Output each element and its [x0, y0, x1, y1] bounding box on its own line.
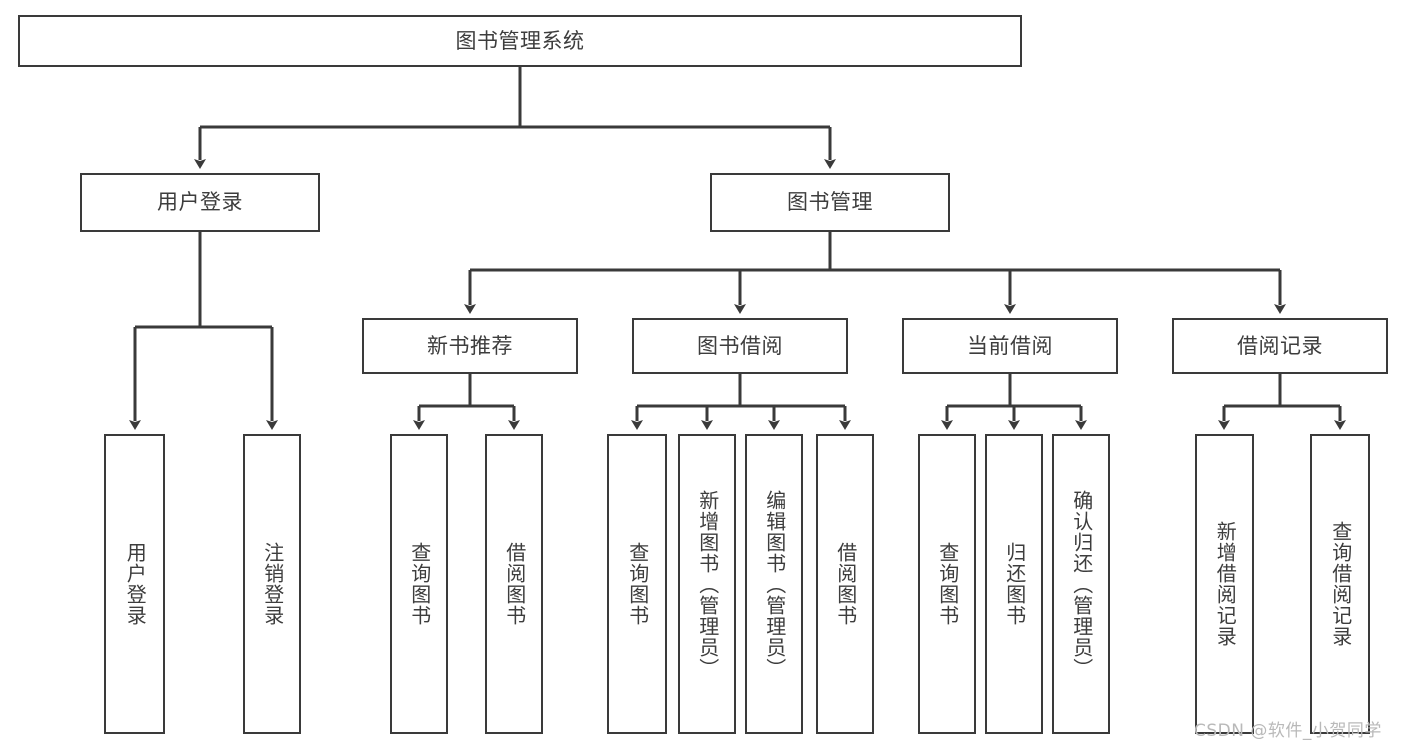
node-book-manage[interactable]: 图书管理 [710, 173, 950, 232]
node-label: 图书管理 [787, 190, 873, 215]
node-book-borrow[interactable]: 图书借阅 [632, 318, 848, 374]
node-label: 借阅记录 [1237, 333, 1323, 358]
node-leaf-add-record[interactable]: 新增借阅记录 [1195, 434, 1254, 734]
node-label: 查询图书 [935, 542, 960, 626]
node-borrow-record[interactable]: 借阅记录 [1172, 318, 1388, 374]
node-label: 查询图书 [625, 542, 650, 626]
node-leaf-user-logout[interactable]: 注销登录 [243, 434, 301, 734]
node-user-login[interactable]: 用户登录 [80, 173, 320, 232]
node-leaf-query-book-current[interactable]: 查询图书 [918, 434, 976, 734]
node-leaf-query-record[interactable]: 查询借阅记录 [1310, 434, 1370, 734]
node-leaf-query-book-borrow[interactable]: 查询图书 [607, 434, 667, 734]
node-label: 用户登录 [123, 542, 148, 626]
node-label: 编辑图书（管理员） [762, 489, 787, 679]
node-leaf-borrow-book-rec[interactable]: 借阅图书 [485, 434, 543, 734]
node-leaf-confirm-return[interactable]: 确认归还（管理员） [1052, 434, 1110, 734]
node-label: 查询借阅记录 [1328, 521, 1353, 647]
node-leaf-user-login[interactable]: 用户登录 [104, 434, 165, 734]
node-label: 借阅图书 [833, 542, 858, 626]
node-label: 图书借阅 [697, 333, 783, 358]
node-leaf-return-book[interactable]: 归还图书 [985, 434, 1043, 734]
node-leaf-edit-book[interactable]: 编辑图书（管理员） [745, 434, 803, 734]
node-label: 图书管理系统 [455, 28, 585, 53]
node-new-book-rec[interactable]: 新书推荐 [362, 318, 578, 374]
node-label: 注销登录 [260, 542, 285, 626]
node-label: 新增图书（管理员） [695, 489, 720, 679]
node-current-borrow[interactable]: 当前借阅 [902, 318, 1118, 374]
node-label: 新增借阅记录 [1213, 521, 1238, 647]
node-leaf-query-book-rec[interactable]: 查询图书 [390, 434, 448, 734]
node-leaf-borrow-book[interactable]: 借阅图书 [816, 434, 874, 734]
node-label: 查询图书 [407, 542, 432, 626]
node-root-system[interactable]: 图书管理系统 [18, 15, 1022, 67]
node-label: 借阅图书 [502, 542, 527, 626]
node-label: 用户登录 [157, 190, 243, 215]
node-label: 确认归还（管理员） [1069, 489, 1094, 679]
node-label: 当前借阅 [967, 333, 1053, 358]
csdn-watermark: CSDN @软件_小贺同学 [1194, 721, 1382, 741]
node-leaf-add-book[interactable]: 新增图书（管理员） [678, 434, 736, 734]
node-label: 归还图书 [1002, 542, 1027, 626]
node-label: 新书推荐 [427, 333, 513, 358]
